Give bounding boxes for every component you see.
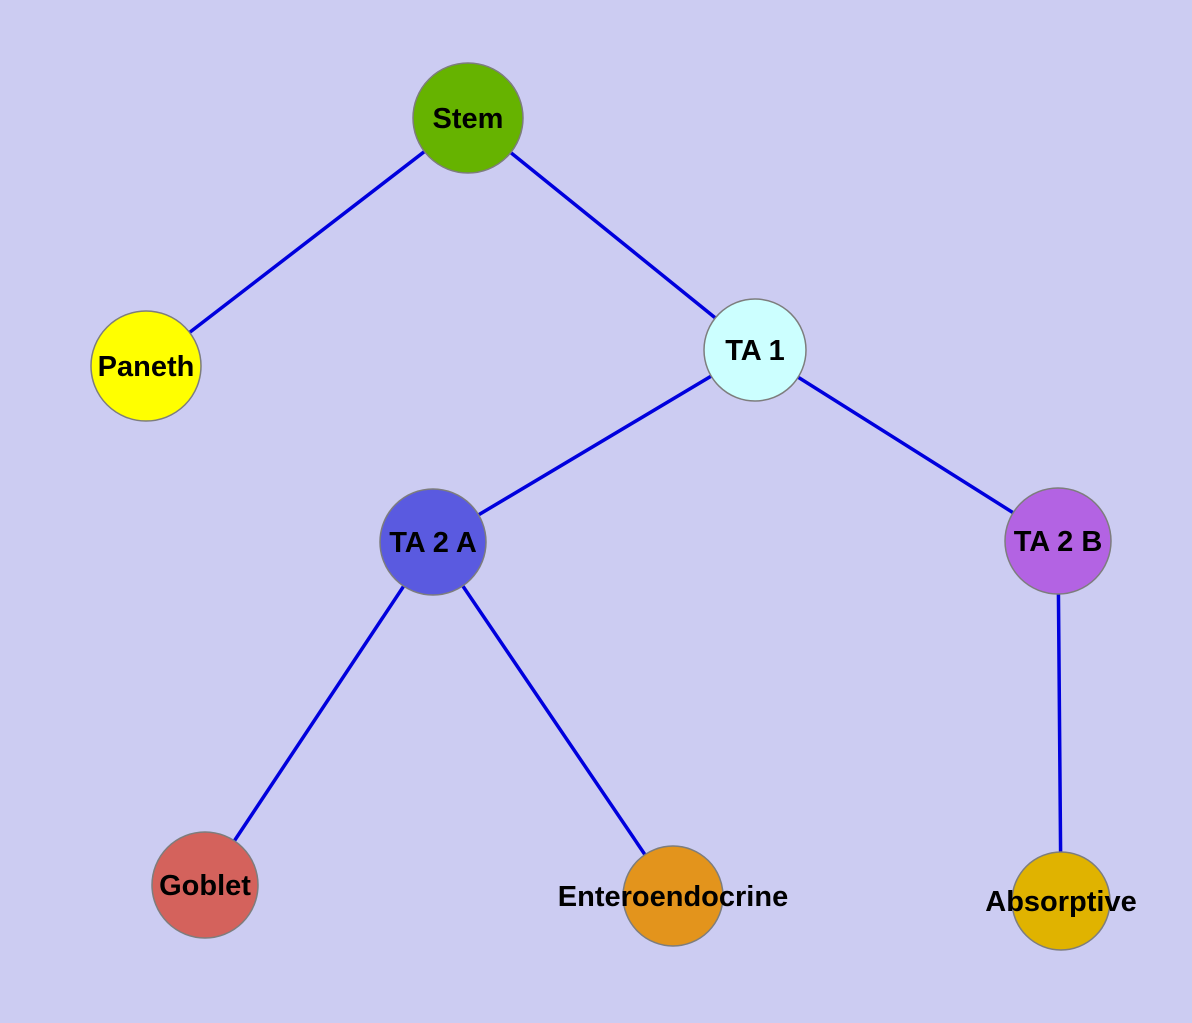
node-stem[interactable]: Stem (412, 62, 524, 174)
node-circle-ta1[interactable] (703, 298, 807, 402)
edge-ta2a-enteroendocrine (431, 540, 675, 898)
edge-ta1-ta2b (753, 348, 1060, 543)
node-ta1[interactable]: TA 1 (703, 298, 807, 402)
node-circle-absorptive[interactable] (1011, 851, 1111, 951)
node-paneth[interactable]: Paneth (90, 310, 202, 422)
node-ta2a[interactable]: TA 2 A (379, 488, 487, 596)
node-circle-enteroendocrine[interactable] (622, 845, 724, 947)
edge-stem-paneth (144, 116, 470, 368)
node-circle-ta2a[interactable] (379, 488, 487, 596)
node-absorptive[interactable]: Absorptive (985, 851, 1137, 951)
edge-ta1-ta2a (431, 348, 757, 544)
node-circle-stem[interactable] (412, 62, 524, 174)
node-goblet[interactable]: Goblet (151, 831, 259, 939)
edge-ta2b-absorptive (1056, 539, 1063, 903)
node-circle-paneth[interactable] (90, 310, 202, 422)
node-circle-goblet[interactable] (151, 831, 259, 939)
node-circle-ta2b[interactable] (1004, 487, 1112, 595)
edge-ta2a-goblet (203, 540, 435, 887)
node-enteroendocrine[interactable]: Enteroendocrine (558, 845, 788, 947)
node-ta2b[interactable]: TA 2 B (1004, 487, 1112, 595)
edge-stem-ta1 (466, 116, 757, 352)
